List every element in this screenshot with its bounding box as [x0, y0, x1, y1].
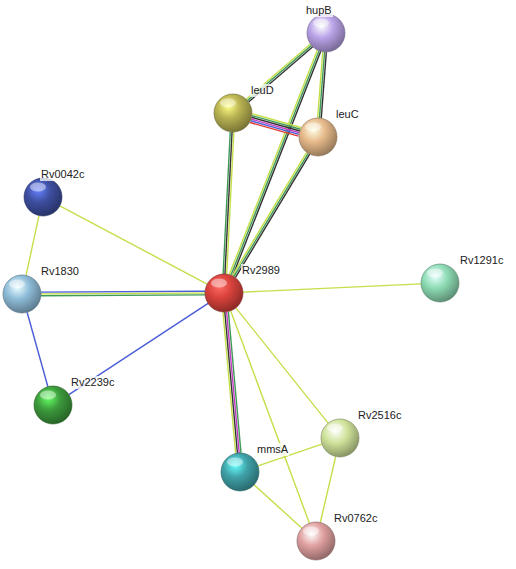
evidence-line	[231, 51, 319, 276]
protein-node: Rv2239c	[33, 385, 73, 425]
sphere-body	[297, 522, 335, 560]
protein-node: Rv0762c	[296, 521, 336, 561]
evidence-line	[223, 312, 236, 453]
evidence-line	[251, 121, 299, 135]
protein-node: Rv1830	[2, 274, 42, 314]
sphere-highlight	[30, 183, 46, 192]
evidence-line	[252, 116, 300, 130]
evidence-line	[250, 122, 298, 136]
sphere-body	[307, 14, 345, 52]
sphere-body	[221, 453, 259, 491]
interaction-edge	[69, 303, 208, 394]
sphere-highlight	[327, 424, 343, 433]
interaction-edge	[223, 132, 234, 274]
interaction-edge	[254, 485, 302, 528]
evidence-line	[41, 292, 205, 294]
protein-label: Rv2989	[241, 264, 281, 277]
protein-label: leuD	[250, 84, 275, 97]
sphere-highlight	[9, 280, 25, 289]
sphere-body	[3, 275, 41, 313]
evidence-line	[232, 152, 306, 275]
evidence-line	[227, 132, 234, 274]
protein-sphere	[298, 117, 338, 157]
evidence-line	[321, 52, 326, 118]
protein-sphere	[306, 13, 346, 53]
interaction-edge	[250, 114, 301, 136]
interaction-edge	[236, 308, 328, 423]
protein-sphere	[23, 177, 63, 217]
protein-label: mmsA	[256, 443, 289, 456]
interaction-edge	[27, 312, 48, 386]
protein-sphere	[296, 521, 336, 561]
evidence-line	[236, 308, 328, 423]
evidence-line	[249, 47, 313, 102]
sphere-body	[24, 178, 62, 216]
sphere-body	[205, 274, 243, 312]
interaction-edge	[41, 291, 205, 295]
protein-sphere	[320, 418, 360, 458]
sphere-highlight	[303, 527, 319, 536]
protein-label: Rv1830	[40, 265, 80, 278]
interaction-edge	[318, 52, 327, 118]
protein-label: leuC	[335, 108, 360, 121]
protein-node: Rv2989	[204, 273, 244, 313]
evidence-line	[243, 284, 421, 292]
protein-sphere	[2, 274, 42, 314]
evidence-line	[252, 117, 300, 131]
sphere-highlight	[313, 19, 329, 28]
evidence-line	[254, 485, 302, 528]
protein-node: mmsA	[220, 452, 260, 492]
interaction-edge	[60, 206, 207, 284]
protein-node: leuC	[298, 117, 338, 157]
protein-node: Rv1291c	[420, 263, 460, 303]
evidence-line	[231, 311, 310, 523]
interaction-edge	[229, 50, 320, 276]
evidence-line	[26, 216, 39, 276]
sphere-highlight	[227, 458, 243, 467]
evidence-line	[247, 45, 311, 100]
evidence-line	[251, 119, 299, 133]
sphere-body	[321, 419, 359, 457]
sphere-highlight	[305, 123, 321, 132]
protein-label: Rv0762c	[333, 512, 378, 525]
evidence-line	[69, 303, 208, 394]
protein-label: Rv2516c	[357, 409, 402, 422]
protein-sphere	[220, 452, 260, 492]
interaction-edge	[232, 152, 309, 277]
evidence-line	[41, 294, 205, 296]
protein-label: hupB	[305, 4, 333, 17]
interaction-edge	[231, 311, 310, 523]
sphere-body	[421, 264, 459, 302]
sphere-highlight	[220, 99, 236, 108]
protein-sphere	[204, 273, 244, 313]
interaction-edge	[243, 284, 421, 292]
protein-label: Rv0042c	[40, 168, 85, 181]
evidence-line	[27, 312, 48, 386]
sphere-highlight	[427, 269, 443, 278]
protein-label: Rv1291c	[459, 254, 504, 267]
evidence-line	[235, 154, 309, 277]
evidence-line	[225, 312, 238, 453]
sphere-body	[214, 94, 252, 132]
protein-node: leuD	[213, 93, 253, 133]
sphere-highlight	[40, 391, 56, 400]
evidence-line	[41, 291, 205, 293]
evidence-line	[234, 153, 308, 276]
protein-label: Rv2239c	[70, 376, 115, 389]
evidence-line	[60, 206, 207, 284]
evidence-line	[227, 312, 240, 453]
sphere-highlight	[211, 279, 227, 288]
protein-sphere	[213, 93, 253, 133]
protein-node: hupB	[306, 13, 346, 53]
evidence-line	[233, 51, 321, 276]
sphere-body	[299, 118, 337, 156]
protein-sphere	[33, 385, 73, 425]
interaction-edge	[26, 216, 39, 276]
sphere-body	[34, 386, 72, 424]
protein-sphere	[420, 263, 460, 303]
protein-node: Rv2516c	[320, 418, 360, 458]
protein-node: Rv0042c	[23, 177, 63, 217]
